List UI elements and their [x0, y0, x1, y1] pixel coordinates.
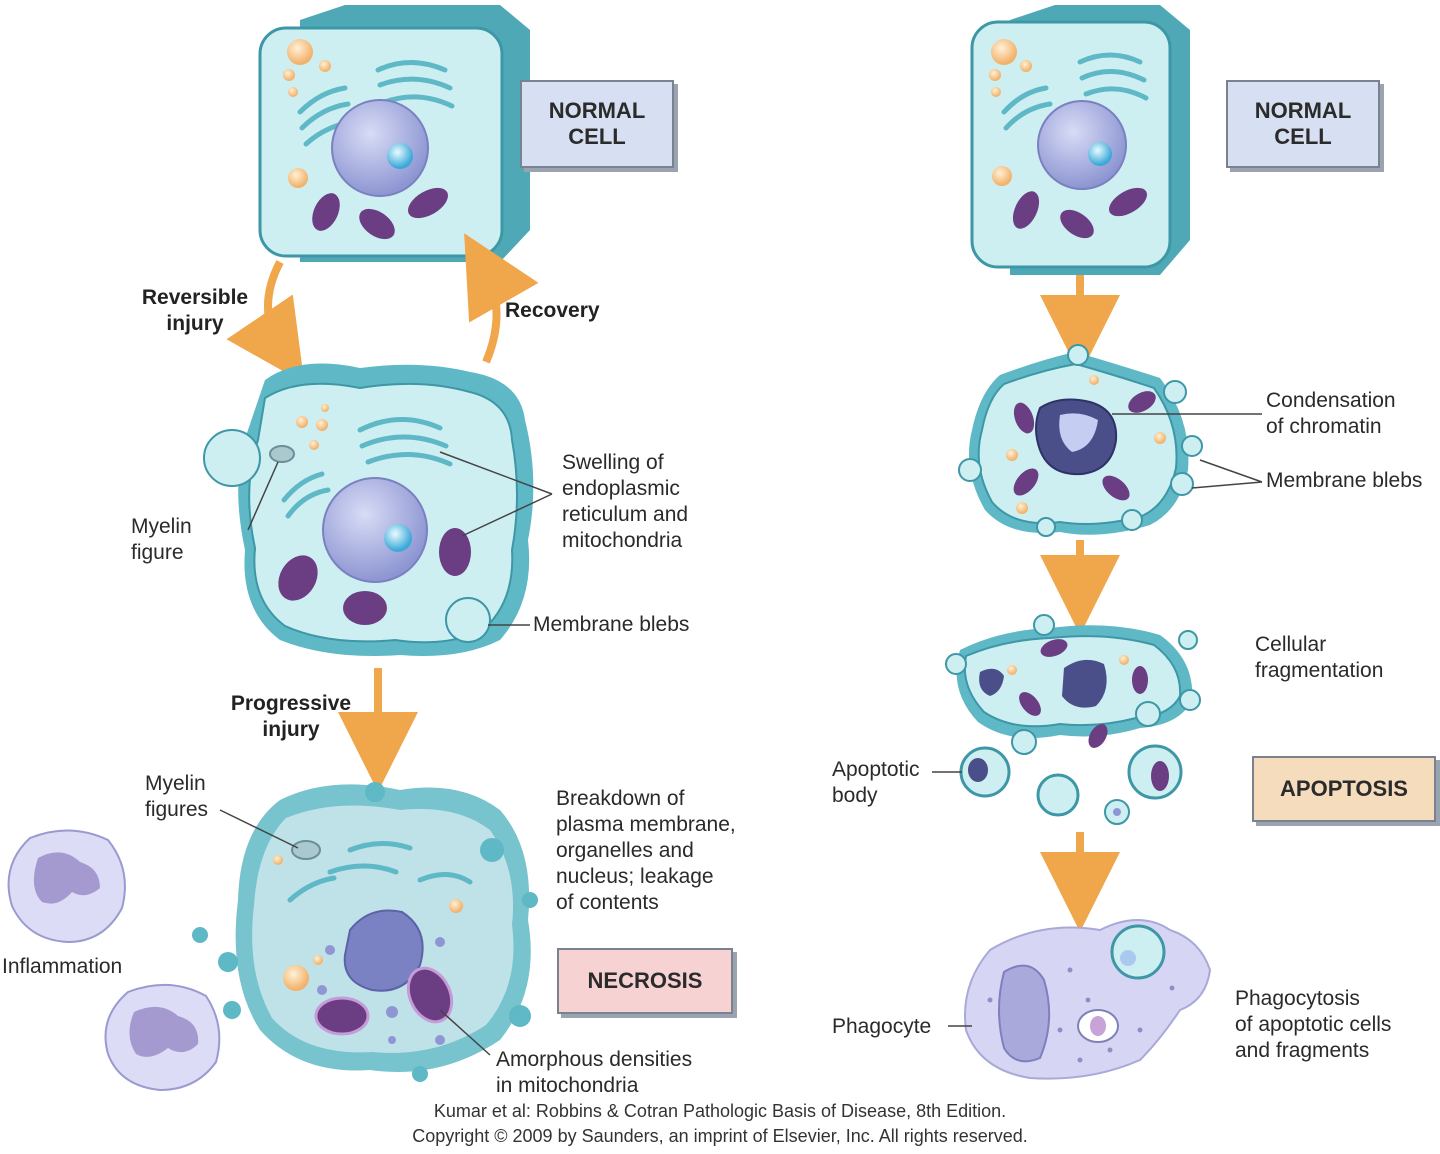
condensation-label: Condensation of chromatin: [1266, 388, 1396, 440]
progressive-injury-line2: injury: [262, 718, 320, 741]
amorphous-line2: in mitochondria: [496, 1074, 639, 1097]
myelin-figure-line1: Myelin: [131, 515, 192, 538]
normal-cell-box-left-line2: CELL: [568, 124, 626, 149]
myelin-figure-line2: figure: [131, 541, 184, 564]
phagocyte-line: Phagocyte: [832, 1015, 932, 1038]
normal-cell-box-right-line2: CELL: [1274, 124, 1332, 149]
swelling-label: Swelling of endoplasmic reticulum and mi…: [562, 450, 688, 554]
reversible-injury-arrow: [226, 260, 305, 384]
fragmentation-line1: Cellular: [1255, 633, 1327, 656]
phagocytosis-line1: Phagocytosis: [1235, 987, 1360, 1010]
breakdown-line1: Breakdown of: [556, 787, 685, 810]
phagocytosis-label: Phagocytosis of apoptotic cells and frag…: [1235, 986, 1391, 1064]
reversible-injury-line1: Reversible: [141, 286, 249, 309]
swelling-line2: endoplasmic: [562, 477, 680, 500]
credit-line1: Kumar et al: Robbins & Cotran Pathologic…: [433, 1101, 1007, 1121]
swollen-cell: [203, 363, 553, 656]
recovery-line: Recovery: [505, 299, 600, 322]
amorphous-densities-label: Amorphous densities in mitochondria: [496, 1047, 692, 1099]
myelin-figures-label: Myelin figures: [145, 771, 208, 823]
myelin-figures-line1: Myelin: [145, 772, 206, 795]
apoptotic-body-line2: body: [832, 784, 878, 807]
breakdown-line4: nucleus; leakage: [556, 865, 714, 888]
swelling-line4: mitochondria: [562, 529, 683, 552]
condensation-line2: of chromatin: [1266, 415, 1382, 438]
phagocyte-label: Phagocyte: [832, 1014, 931, 1040]
inflammation-label: Inflammation: [2, 954, 122, 980]
recovery-label: Recovery: [505, 298, 625, 324]
necrosis-box-label: NECROSIS: [587, 968, 703, 993]
breakdown-line2: plasma membrane,: [556, 813, 736, 836]
source-credit: Kumar et al: Robbins & Cotran Pathologic…: [0, 1099, 1440, 1149]
progressive-injury-line1: Progressive: [230, 692, 352, 715]
inflammation-line: Inflammation: [2, 955, 123, 978]
apoptotic-bodies: [959, 701, 1183, 825]
swelling-line3: reticulum and: [562, 503, 689, 526]
apoptotic-body-label: Apoptotic body: [832, 757, 920, 809]
normal-cell-box-left-line1: NORMAL: [548, 98, 646, 123]
breakdown-line5: of contents: [556, 891, 659, 914]
fragmentation-line2: fragmentation: [1255, 659, 1384, 682]
inflammatory-cell-upper: [7, 829, 126, 944]
apoptosis-box: APOPTOSIS: [1252, 756, 1436, 822]
reversible-injury-line2: injury: [166, 312, 224, 335]
apoptosis-box-label: APOPTOSIS: [1280, 776, 1408, 801]
swelling-line1: Swelling of: [562, 451, 664, 474]
membrane-blebs-right-label: Membrane blebs: [1266, 468, 1422, 494]
reversible-injury-label: Reversible injury: [125, 285, 265, 337]
necrosis-box: NECROSIS: [557, 948, 733, 1014]
phagocytosis-line2: of apoptotic cells: [1235, 1013, 1392, 1036]
normal-cell-box-right-line1: NORMAL: [1254, 98, 1352, 123]
normal-cell-left: [258, 5, 530, 262]
inflammatory-cell-lower: [104, 983, 221, 1092]
recovery-arrow: [464, 233, 539, 364]
membrane-blebs-left-label: Membrane blebs: [533, 612, 689, 638]
credit-line2: Copyright © 2009 by Saunders, an imprint…: [412, 1126, 1028, 1146]
condensation-line1: Condensation: [1266, 389, 1396, 412]
normal-cell-box-right: NORMAL CELL: [1226, 80, 1380, 168]
fragmenting-cell: [932, 614, 1201, 825]
myelin-figures-line2: figures: [145, 798, 209, 821]
condensing-cell: [958, 344, 1263, 537]
normal-cell-box-left: NORMAL CELL: [520, 80, 674, 168]
breakdown-label: Breakdown of plasma membrane, organelles…: [556, 786, 736, 916]
membrane-blebs-right-line: Membrane blebs: [1266, 469, 1423, 492]
phagocytosis-line3: and fragments: [1235, 1039, 1370, 1062]
breakdown-line3: organelles and: [556, 839, 694, 862]
myelin-figure-label: Myelin figure: [131, 514, 192, 566]
phagocyte-cell: [948, 919, 1212, 1080]
fragmentation-label: Cellular fragmentation: [1255, 632, 1383, 684]
apoptotic-body-line1: Apoptotic: [832, 758, 920, 781]
progressive-injury-label: Progressive injury: [218, 691, 364, 743]
normal-cell-right: [970, 5, 1190, 275]
amorphous-line1: Amorphous densities: [496, 1048, 693, 1071]
necrotic-cell: [192, 782, 538, 1082]
membrane-blebs-left-line: Membrane blebs: [533, 613, 690, 636]
